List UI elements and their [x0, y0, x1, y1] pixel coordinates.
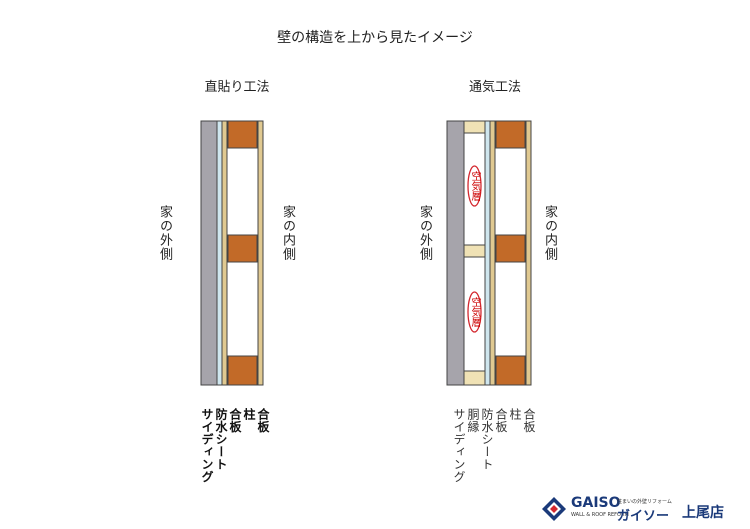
air-layer-label-1: 空気層	[469, 171, 480, 201]
left-inside-label: 家の内側	[280, 205, 295, 261]
gaiso-logo: GAISO WALL & ROOF REFORM 住まいの外壁リフォーム ガイソ…	[540, 495, 750, 525]
right-inside-label: 家の内側	[542, 205, 557, 261]
right-furring-1	[463, 120, 486, 134]
right-layer-waterproof: 防水シート	[480, 408, 494, 471]
gaiso-mark-icon	[542, 497, 566, 521]
right-outside-label: 家の外側	[417, 205, 432, 261]
left-plywood-outer	[221, 120, 228, 386]
right-siding	[446, 120, 465, 386]
left-pillar-1	[227, 120, 258, 149]
right-furring-2	[463, 244, 486, 258]
left-wall-diagram	[200, 120, 264, 386]
right-pillar-2	[495, 234, 526, 263]
right-layer-plywood-inner: 合板	[522, 408, 536, 433]
logo-kana: ガイソー	[617, 509, 670, 524]
right-pillar-1	[495, 120, 526, 149]
left-layer-plywood-inner: 合板	[256, 408, 270, 433]
right-layer-siding: サイディング	[452, 408, 466, 483]
logo-tagline: 住まいの外壁リフォーム	[617, 499, 672, 505]
logo-brand: GAISO	[571, 495, 621, 511]
left-siding	[200, 120, 218, 386]
right-layer-pillar: 柱	[508, 408, 522, 421]
right-layer-plywood-outer: 合板	[494, 408, 508, 433]
left-layer-waterproof: 防水シート	[214, 408, 228, 471]
left-waterproof-sheet	[216, 120, 223, 386]
logo-brand-sub: WALL & ROOF REFORM	[571, 512, 629, 518]
right-layer-furring: 胴縁	[466, 408, 480, 433]
store-name: 上尾店	[682, 505, 724, 521]
right-heading: 通気工法	[468, 80, 521, 95]
right-furring-3	[463, 370, 486, 386]
right-plywood-outer	[489, 120, 496, 386]
left-layer-pillar: 柱	[242, 408, 256, 421]
air-layer-marker-2	[467, 291, 482, 333]
right-pillar-3	[495, 355, 526, 386]
right-wall-diagram	[446, 120, 532, 386]
air-layer-label-2: 空気層	[469, 297, 480, 327]
right-plywood-inner	[525, 120, 532, 386]
left-heading: 直貼り工法	[204, 80, 270, 95]
left-pillar-2	[227, 234, 258, 263]
left-outside-label: 家の外側	[157, 205, 172, 261]
right-waterproof-sheet	[484, 120, 491, 386]
page-title: 壁の構造を上から見たイメージ	[277, 30, 473, 46]
left-plywood-inner	[257, 120, 264, 386]
left-layer-siding: サイディング	[200, 408, 214, 483]
left-pillar-3	[227, 355, 258, 386]
air-layer-marker-1	[467, 165, 482, 207]
left-layer-plywood-outer: 合板	[228, 408, 242, 433]
